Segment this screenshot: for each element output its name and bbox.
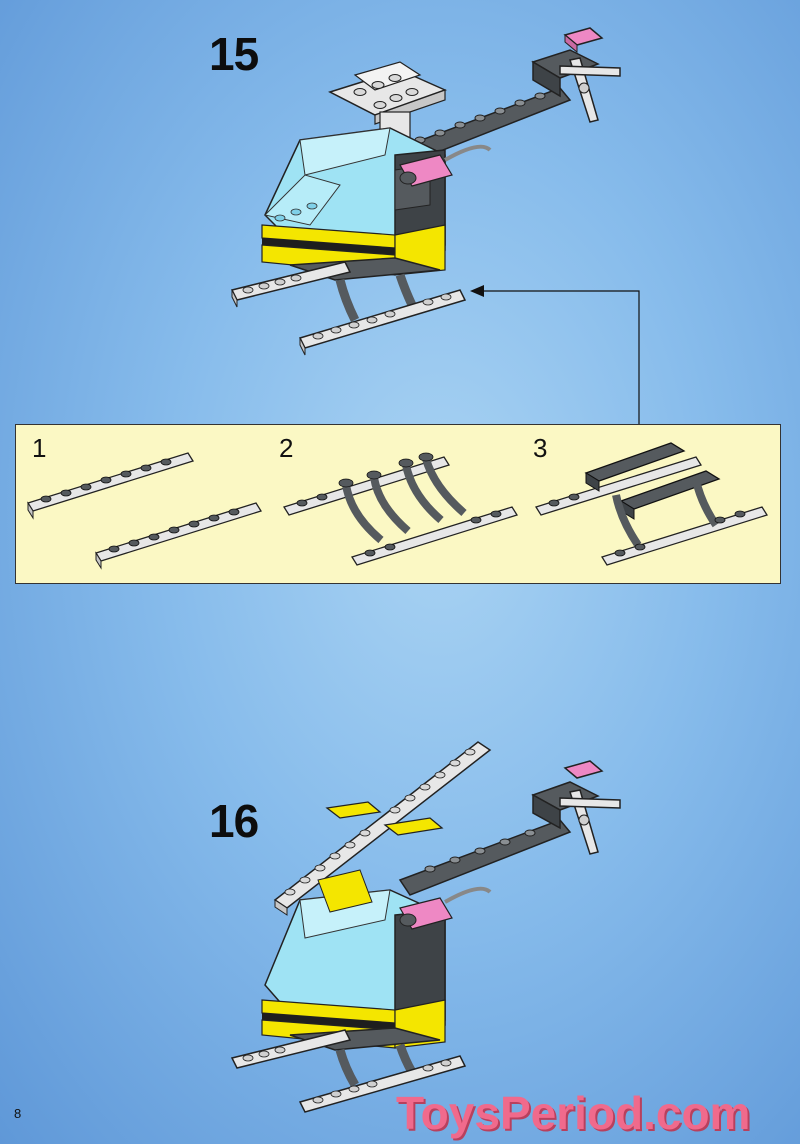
watermark-text: ToysPeriod.com (396, 1087, 751, 1139)
page-number: 8 (14, 1106, 22, 1121)
substep-number-2: 2 (279, 433, 294, 463)
helicopter-step-15-illustration (230, 27, 640, 424)
step-number-15: 15 (209, 28, 259, 80)
substep-number-1: 1 (32, 433, 47, 463)
substep-illustrations (27, 442, 768, 570)
substep-number-3: 3 (533, 433, 548, 463)
substeps-panel: 1 2 3 (15, 424, 781, 584)
helicopter-step-16-illustration (230, 741, 621, 1113)
step-number-16: 16 (209, 795, 259, 847)
